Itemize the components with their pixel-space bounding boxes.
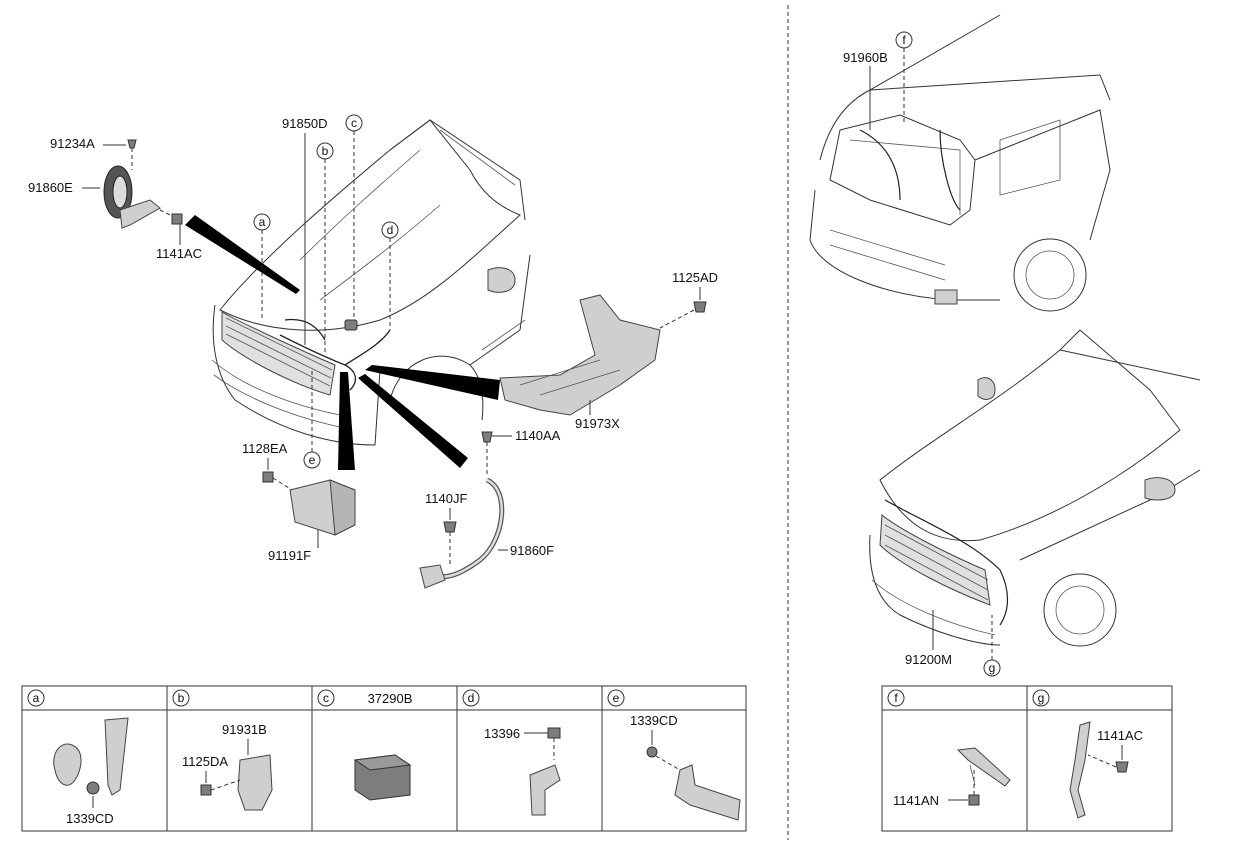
label-37290B: 37290B bbox=[368, 691, 413, 706]
svg-text:g: g bbox=[989, 661, 996, 675]
callout-g: g bbox=[983, 615, 1001, 677]
part-91860E-grommet: 91234A 91860E 1141AC bbox=[28, 136, 202, 261]
svg-text:f: f bbox=[894, 691, 898, 705]
svg-text:a: a bbox=[259, 215, 266, 229]
label-1141AC-top: 1141AC bbox=[156, 246, 202, 261]
label-91860E: 91860E bbox=[28, 180, 73, 195]
leader-wedges bbox=[185, 215, 500, 470]
label-91860F: 91860F bbox=[510, 543, 554, 558]
header-cell-e: e bbox=[607, 689, 625, 707]
callout-a: a bbox=[253, 213, 271, 320]
label-1125DA: 1125DA bbox=[182, 754, 228, 769]
cell-g-parts: 1141AC bbox=[1069, 721, 1143, 819]
svg-text:c: c bbox=[351, 116, 357, 130]
svg-text:e: e bbox=[613, 691, 620, 705]
svg-text:d: d bbox=[468, 691, 475, 705]
svg-text:f: f bbox=[902, 33, 906, 47]
callout-f: f bbox=[895, 31, 913, 125]
label-91931B: 91931B bbox=[222, 722, 267, 737]
svg-text:b: b bbox=[322, 144, 329, 158]
detail-table-left: a b c 37290B d e 1339CD 91931B 1125DA bbox=[21, 685, 747, 832]
front-right-vehicle-illustration bbox=[869, 329, 1201, 647]
rear-vehicle-illustration bbox=[809, 14, 1111, 312]
cell-d-parts: 13396 bbox=[484, 726, 561, 816]
part-91191F-box: 1128EA 91191F bbox=[242, 441, 356, 563]
cell-e-parts: 1339CD bbox=[630, 713, 741, 821]
part-91973X-bracket: 91973X 1125AD bbox=[499, 270, 718, 431]
header-cell-f: f bbox=[887, 689, 905, 707]
callout-d: d bbox=[381, 221, 399, 330]
label-13396: 13396 bbox=[484, 726, 520, 741]
detail-table-right: f g 1141AN 1141AC bbox=[881, 685, 1173, 832]
header-cell-g: g bbox=[1032, 689, 1050, 707]
label-e-1339CD: 1339CD bbox=[630, 713, 678, 728]
callout-e: e bbox=[303, 370, 321, 469]
label-91191F: 91191F bbox=[268, 548, 311, 563]
label-1125AD: 1125AD bbox=[672, 270, 718, 285]
svg-text:b: b bbox=[178, 691, 185, 705]
header-cell-c: c 37290B bbox=[317, 689, 413, 707]
label-91234A: 91234A bbox=[50, 136, 95, 151]
label-a-1339CD: 1339CD bbox=[66, 811, 114, 826]
label-91960B: 91960B bbox=[843, 50, 888, 65]
callout-b: b bbox=[316, 142, 334, 355]
cell-b-parts: 91931B 1125DA bbox=[182, 722, 273, 811]
header-cell-d: d bbox=[462, 689, 480, 707]
callout-c: c bbox=[345, 114, 363, 318]
svg-text:d: d bbox=[387, 223, 394, 237]
header-cell-a: a bbox=[27, 689, 45, 707]
label-1140AA: 1140AA bbox=[515, 428, 561, 443]
label-1141AN: 1141AN bbox=[893, 793, 939, 808]
svg-text:a: a bbox=[33, 691, 40, 705]
header-cell-b: b bbox=[172, 689, 190, 707]
cell-f-parts: 1141AN bbox=[893, 747, 1011, 808]
svg-text:g: g bbox=[1038, 691, 1045, 705]
cell-c-parts bbox=[353, 754, 412, 801]
label-g-1141AC: 1141AC bbox=[1097, 728, 1143, 743]
part-91860F-cable: 1140AA 1140JF 91860F bbox=[419, 428, 561, 589]
label-91850D: 91850D bbox=[282, 116, 328, 131]
label-91973X: 91973X bbox=[575, 416, 620, 431]
svg-text:e: e bbox=[309, 453, 316, 467]
cell-a-parts: 1339CD bbox=[53, 717, 129, 826]
label-91200M: 91200M bbox=[905, 652, 952, 667]
label-1128EA: 1128EA bbox=[242, 441, 288, 456]
label-1140JF: 1140JF bbox=[425, 491, 467, 506]
svg-text:c: c bbox=[323, 691, 329, 705]
